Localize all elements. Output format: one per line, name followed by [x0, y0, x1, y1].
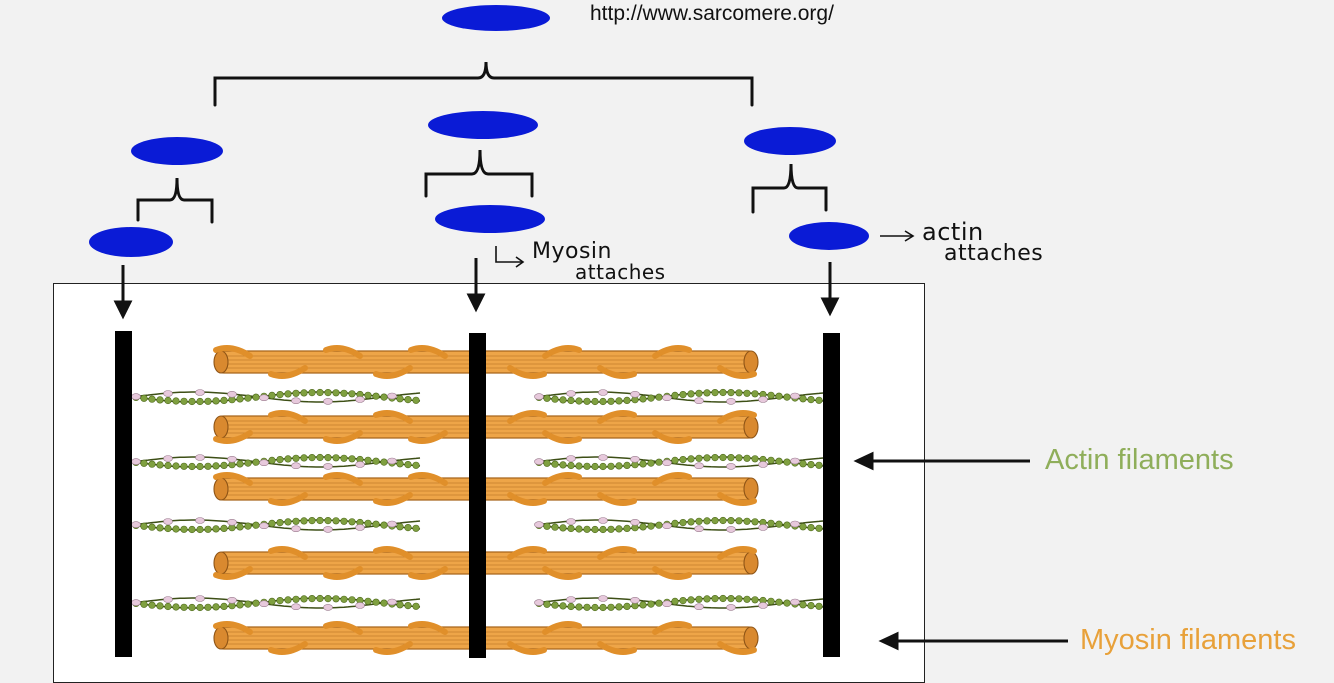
z-disc-arrows — [113, 258, 840, 320]
myosin-note-line1: Myosin — [532, 239, 612, 264]
actin-filament — [131, 453, 421, 471]
right-brace — [751, 163, 828, 214]
actin-note-line1: actin — [922, 218, 984, 246]
actin-filament — [534, 516, 824, 534]
sarcomere-diagram — [89, 5, 1068, 658]
redaction-scribbles — [89, 5, 869, 257]
legend-arrows — [853, 451, 1068, 651]
z-discs — [115, 331, 840, 658]
myosin-note-line2: attaches — [575, 260, 666, 284]
actin-filament — [131, 594, 421, 612]
actin-filament — [131, 516, 421, 534]
source-url: http://www.sarcomere.org/ — [590, 2, 834, 25]
actin-filament — [534, 594, 824, 612]
myosin-filament — [213, 410, 759, 444]
myosin-filaments-label: Myosin filaments — [1080, 624, 1296, 656]
actin-filament — [534, 453, 824, 471]
actin-filament — [131, 388, 421, 406]
actin-filaments-label: Actin filaments — [1045, 444, 1234, 476]
z-disc-left — [115, 331, 132, 657]
actin-filaments — [131, 388, 824, 612]
actin-note-line2: attaches — [944, 241, 1044, 266]
z-disc-right — [823, 333, 840, 657]
left-brace — [136, 177, 214, 224]
top-brace — [213, 61, 754, 107]
actin-filament — [534, 388, 824, 406]
m-line-center — [469, 333, 486, 658]
middle-brace — [424, 149, 534, 198]
annotation-arrows — [495, 230, 915, 268]
